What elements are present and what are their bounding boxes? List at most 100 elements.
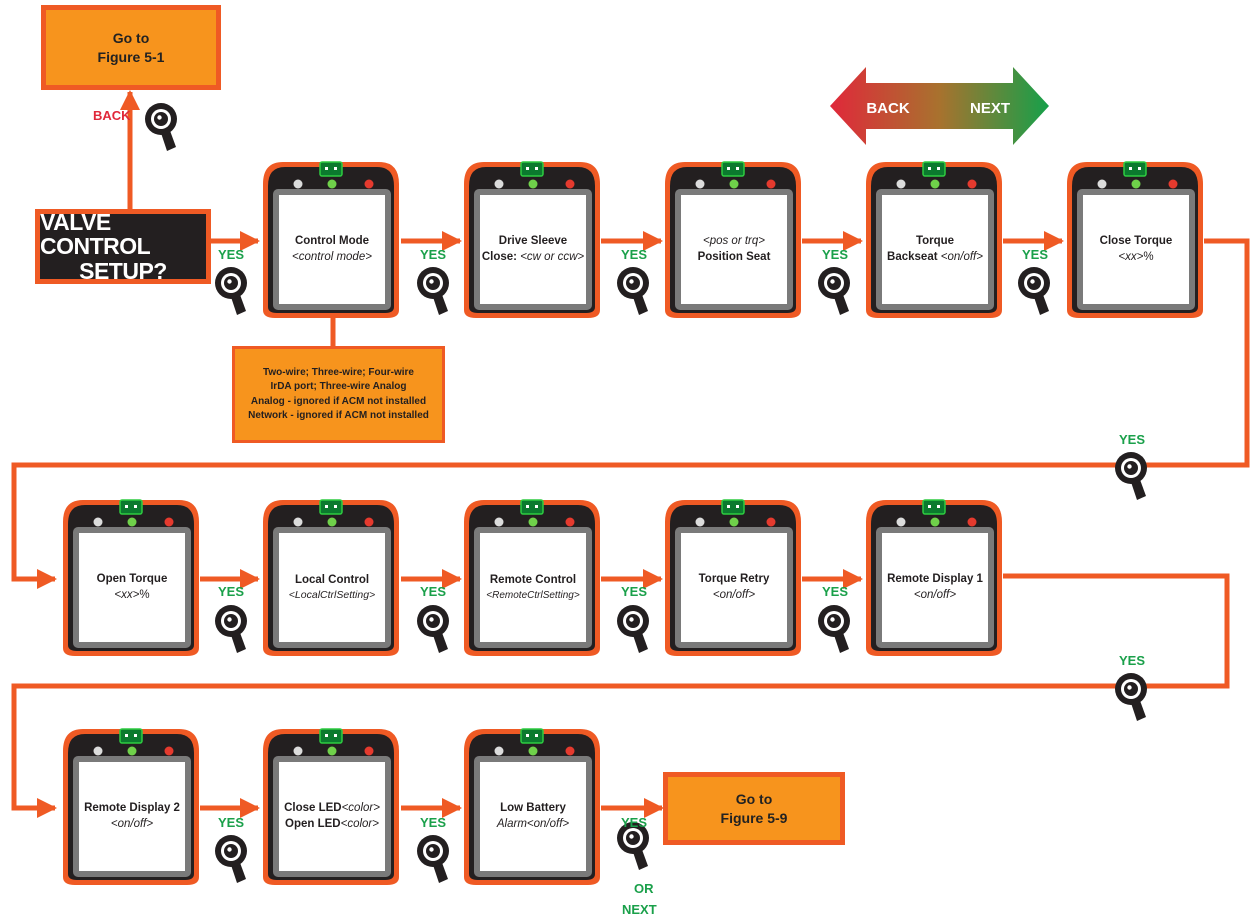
- screen-title: Torque: [915, 234, 955, 247]
- device-screen: Open Torque <xx>%: [79, 533, 185, 642]
- white-led-icon: [293, 517, 303, 527]
- screen-value: <color>: [340, 817, 379, 830]
- selector-knob-icon: [145, 103, 177, 151]
- device-screen: Remote Control <RemoteCtrlSetting>: [480, 533, 586, 642]
- screen-title: Close Torque: [1099, 234, 1173, 247]
- screen-value: <RemoteCtrlSetting>: [486, 589, 580, 601]
- screen-title: Open LED: [285, 817, 341, 830]
- device-screen: Local Control <LocalCtrlSetting>: [279, 533, 385, 642]
- device-screen: Drive Sleeve Close: <cw or ccw>: [480, 195, 586, 304]
- green-led-icon: [528, 517, 538, 527]
- status-led-icon: [721, 499, 745, 515]
- red-led-icon: [967, 179, 977, 189]
- white-led-icon: [93, 746, 103, 756]
- device-screen: Low Battery Alarm<on/off>: [480, 762, 586, 871]
- device-position-seat: <pos or trq> Position Seat: [663, 160, 803, 320]
- device-screen: Control Mode <control mode>: [279, 195, 385, 304]
- next-label: NEXT: [622, 902, 657, 917]
- yes-label: YES: [1022, 247, 1049, 262]
- white-led-icon: [293, 179, 303, 189]
- green-led-icon: [930, 517, 940, 527]
- screen-value: <pos or trq>: [702, 234, 765, 247]
- white-led-icon: [896, 179, 906, 189]
- nav-next-label: NEXT: [970, 100, 1010, 117]
- status-led-icon: [1123, 161, 1147, 177]
- green-led-icon: [327, 179, 337, 189]
- green-led-icon: [729, 517, 739, 527]
- yes-label: YES: [218, 247, 245, 262]
- screen-suffix: %: [139, 588, 150, 601]
- yes-label: YES: [1119, 653, 1146, 668]
- screen-title: Open Torque: [96, 572, 168, 585]
- goto-line1: Go to: [735, 790, 773, 807]
- device-open-torque: Open Torque <xx>%: [61, 498, 201, 658]
- status-led-icon: [319, 728, 343, 744]
- red-led-icon: [565, 517, 575, 527]
- white-led-icon: [1097, 179, 1107, 189]
- device-torque-backseat: Torque Backseat <on/off>: [864, 160, 1004, 320]
- connectors: [11, 90, 1250, 818]
- status-led-icon: [520, 499, 544, 515]
- green-led-icon: [1131, 179, 1141, 189]
- goto-line1: Go to: [112, 29, 150, 46]
- yes-label: YES: [420, 815, 447, 830]
- status-led-icon: [319, 499, 343, 515]
- device-screen: Torque Retry <on/off>: [681, 533, 787, 642]
- yes-label: YES: [420, 584, 447, 599]
- status-led-icon: [520, 728, 544, 744]
- selector-knob-icon: [617, 605, 649, 653]
- start-line1: VALVE CONTROL: [40, 209, 151, 260]
- selector-knob-icon: [417, 267, 449, 315]
- device-screen: Remote Display 1 <on/off>: [882, 533, 988, 642]
- goto-figure-5-1[interactable]: Go to Figure 5-1: [41, 5, 221, 90]
- device-screen: Remote Display 2 <on/off>: [79, 762, 185, 871]
- status-led-icon: [119, 499, 143, 515]
- device-torque-retry: Torque Retry <on/off>: [663, 498, 803, 658]
- device-remote-display-1: Remote Display 1 <on/off>: [864, 498, 1004, 658]
- white-led-icon: [494, 746, 504, 756]
- screen-title: Local Control: [294, 573, 370, 586]
- red-led-icon: [967, 517, 977, 527]
- screen-title: Control Mode: [294, 234, 370, 247]
- selector-knob-icon: [1115, 452, 1147, 500]
- yes-label: YES: [621, 584, 648, 599]
- device-screen: <pos or trq> Position Seat: [681, 195, 787, 304]
- red-led-icon: [364, 179, 374, 189]
- green-led-icon: [127, 746, 137, 756]
- white-led-icon: [93, 517, 103, 527]
- screen-title: Remote Display 1: [887, 572, 983, 585]
- screen-prefix: Backseat: [887, 250, 941, 263]
- device-control-mode: Control Mode <control mode>: [261, 160, 401, 320]
- goto-line2: Figure 5-1: [97, 48, 165, 65]
- screen-prefix: Close:: [481, 250, 521, 263]
- yes-label: YES: [621, 815, 648, 830]
- selector-knob-icon: [1018, 267, 1050, 315]
- status-led-icon: [319, 161, 343, 177]
- start-line2: SETUP?: [79, 257, 167, 284]
- status-led-icon: [119, 728, 143, 744]
- option-line: IrDA port; Three-wire Analog: [270, 381, 407, 392]
- white-led-icon: [695, 179, 705, 189]
- screen-title: Drive Sleeve: [498, 234, 568, 247]
- red-led-icon: [565, 179, 575, 189]
- selector-knob-icon: [417, 605, 449, 653]
- screen-value: <color>: [341, 801, 380, 814]
- screen-title: Position Seat: [697, 250, 771, 263]
- green-led-icon: [127, 517, 137, 527]
- white-led-icon: [896, 517, 906, 527]
- screen-value: <control mode>: [292, 250, 372, 263]
- selector-knob-icon: [617, 267, 649, 315]
- screen-value: <on/off>: [110, 817, 154, 830]
- yes-label: YES: [420, 247, 447, 262]
- device-remote-control: Remote Control <RemoteCtrlSetting>: [462, 498, 602, 658]
- back-next-arrow: BACK NEXT: [830, 67, 1049, 145]
- selector-knob-icon: [417, 835, 449, 883]
- device-screen: Torque Backseat <on/off>: [882, 195, 988, 304]
- selector-knob-icon: [215, 835, 247, 883]
- selector-knob-icon: [1115, 673, 1147, 721]
- yes-label: YES: [218, 815, 245, 830]
- screen-title: Close LED: [284, 801, 342, 814]
- goto-figure-5-9[interactable]: Go to Figure 5-9: [663, 772, 845, 845]
- or-label: OR: [634, 881, 654, 896]
